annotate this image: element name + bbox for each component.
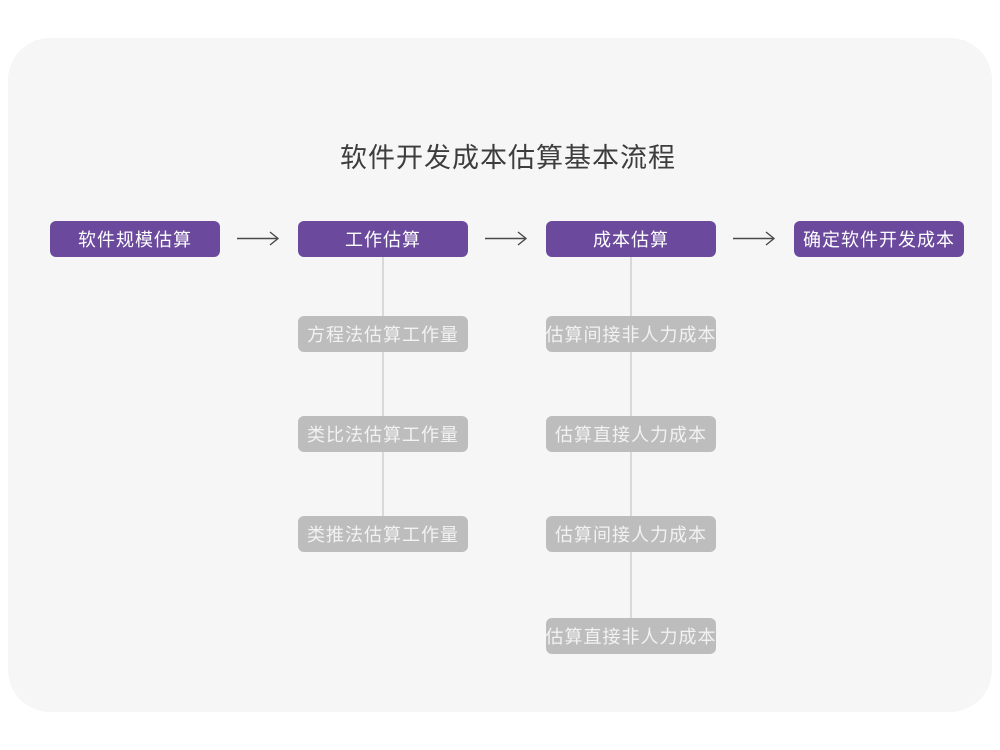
- flow-node-label: 软件规模估算: [78, 230, 192, 250]
- sub-node-label: 类比法估算工作量: [307, 425, 459, 445]
- sub-node-direct-labor-cost: 估算直接人力成本: [546, 416, 716, 452]
- arrow-right-icon: [235, 230, 281, 247]
- page-title: 软件开发成本估算基本流程: [340, 143, 676, 173]
- sub-node-analogy-method: 类比法估算工作量: [298, 416, 468, 452]
- sub-node-label: 估算间接非人力成本: [545, 325, 717, 345]
- flow-node-label: 成本估算: [593, 230, 669, 250]
- sub-node-label: 估算直接人力成本: [555, 425, 707, 445]
- flow-node-scale-estimation: 软件规模估算: [50, 221, 220, 257]
- sub-node-indirect-labor-cost: 估算间接人力成本: [546, 516, 716, 552]
- sub-node-label: 方程法估算工作量: [307, 325, 459, 345]
- flow-node-cost-estimation: 成本估算: [546, 221, 716, 257]
- flow-node-work-estimation: 工作估算: [298, 221, 468, 257]
- sub-node-label: 估算间接人力成本: [555, 525, 707, 545]
- flow-node-final-cost: 确定软件开发成本: [794, 221, 964, 257]
- arrow-right-icon: [731, 230, 777, 247]
- connector-line-work: [382, 257, 384, 527]
- arrow-right-icon: [483, 230, 529, 247]
- sub-node-inference-method: 类推法估算工作量: [298, 516, 468, 552]
- sub-node-label: 估算直接非人力成本: [545, 627, 717, 647]
- sub-node-label: 类推法估算工作量: [307, 525, 459, 545]
- sub-node-direct-nonlabor-cost: 估算直接非人力成本: [546, 618, 716, 654]
- sub-node-indirect-nonlabor-cost: 估算间接非人力成本: [546, 316, 716, 352]
- sub-node-equation-method: 方程法估算工作量: [298, 316, 468, 352]
- flow-node-label: 确定软件开发成本: [803, 230, 955, 250]
- flow-node-label: 工作估算: [345, 230, 421, 250]
- diagram-card: 软件开发成本估算基本流程 软件规模估算 工作估算 成本估算: [8, 38, 992, 712]
